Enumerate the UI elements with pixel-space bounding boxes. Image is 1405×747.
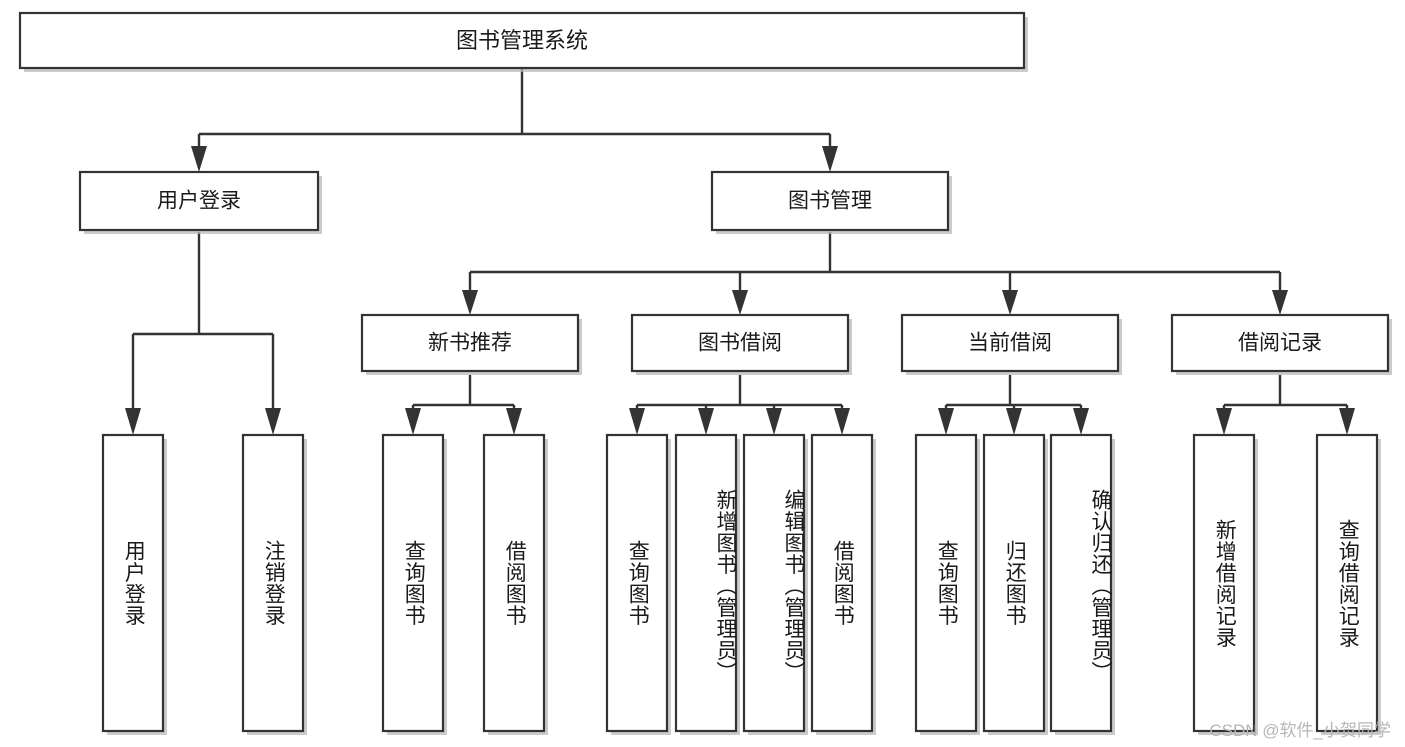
node-leaf-add-record-box[interactable] (1192, 433, 1256, 733)
arrow-to-book-borrow (732, 290, 748, 315)
arrow-to-leaf-add-book (698, 408, 714, 435)
node-leaf-query-book-3-box[interactable] (914, 433, 978, 733)
node-leaf-add-book-box[interactable] (674, 433, 738, 733)
connector-layer (125, 68, 1355, 435)
arrow-to-leaf-return-book (1006, 408, 1022, 435)
node-current-borrow-box[interactable] (900, 313, 1120, 373)
arrow-to-leaf-logout (265, 408, 281, 435)
arrow-to-leaf-borrow-book-1 (506, 408, 522, 435)
arrow-to-user-login (191, 146, 207, 172)
arrow-to-new-book-rec (462, 290, 478, 315)
arrow-to-borrow-record (1272, 290, 1288, 315)
node-new-book-rec-label: 新书推荐 (428, 332, 512, 355)
node-layer: 图书管理系统 用户登录 图书管理 新书推荐 图书借阅 当前借阅 借阅记录 (18, 11, 1392, 735)
node-root-label: 图书管理系统 (456, 28, 588, 53)
node-leaf-user-login-box[interactable] (101, 433, 165, 733)
arrow-to-leaf-query-book-1 (405, 408, 421, 435)
arrow-to-leaf-query-record (1339, 408, 1355, 435)
node-leaf-edit-book-box[interactable] (742, 433, 806, 733)
node-user-login-label: 用户登录 (157, 190, 241, 213)
arrow-to-leaf-query-book-2 (629, 408, 645, 435)
node-leaf-logout-box[interactable] (241, 433, 305, 733)
node-leaf-borrow-book-1-box[interactable] (482, 433, 546, 733)
node-leaf-query-record-box[interactable] (1315, 433, 1379, 733)
node-book-borrow-box[interactable] (630, 313, 850, 373)
node-leaf-return-book-box[interactable] (982, 433, 1046, 733)
node-current-borrow-label: 当前借阅 (968, 332, 1052, 355)
node-borrow-record-box[interactable] (1170, 313, 1390, 373)
arrow-to-book-manage (822, 146, 838, 172)
node-book-manage-label: 图书管理 (788, 190, 872, 213)
arrow-to-leaf-user-login (125, 408, 141, 435)
node-new-book-rec-box[interactable] (360, 313, 580, 373)
node-user-login-box[interactable] (78, 170, 320, 232)
node-leaf-borrow-book-2-box[interactable] (810, 433, 874, 733)
arrow-to-leaf-borrow-book-2 (834, 408, 850, 435)
csdn-watermark: CSDN @软件_小贺同学 (1209, 721, 1391, 740)
node-root-box[interactable] (18, 11, 1026, 70)
node-book-borrow-label: 图书借阅 (698, 332, 782, 355)
arrow-to-leaf-add-record (1216, 408, 1232, 435)
node-leaf-confirm-return-box[interactable] (1049, 433, 1113, 733)
node-leaf-query-book-1-box[interactable] (381, 433, 445, 733)
node-book-manage-box[interactable] (710, 170, 950, 232)
arrow-to-leaf-confirm-return (1073, 408, 1089, 435)
arrow-to-current-borrow (1002, 290, 1018, 315)
node-leaf-query-book-2-box[interactable] (605, 433, 669, 733)
arrow-to-leaf-query-book-3 (938, 408, 954, 435)
arrow-to-leaf-edit-book (766, 408, 782, 435)
node-borrow-record-label: 借阅记录 (1238, 332, 1322, 355)
